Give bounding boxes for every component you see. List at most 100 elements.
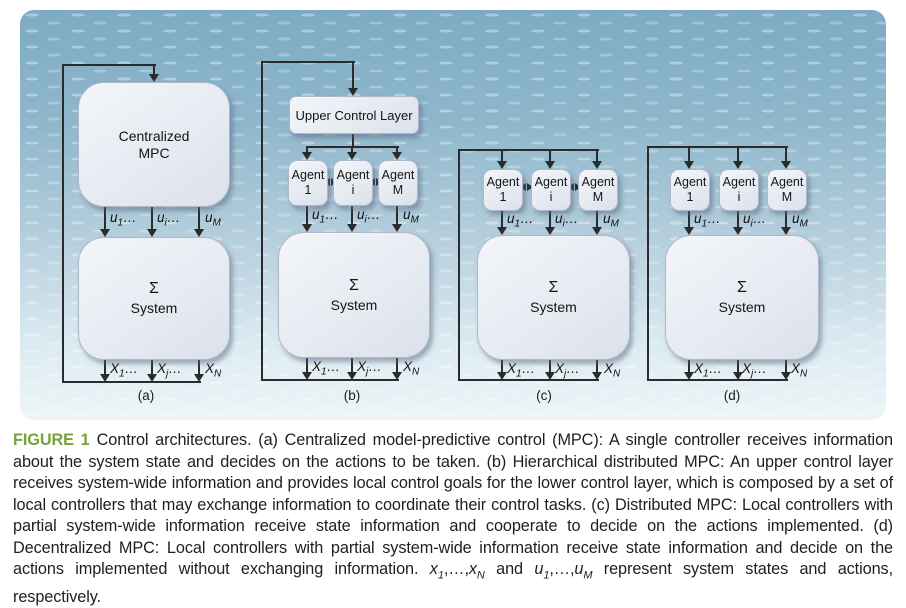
system-label: System [718,299,766,315]
connector-line [261,61,355,63]
centralized-mpc-box: Centralized MPC [78,82,230,207]
connector-layer [20,10,886,420]
system-label: System [130,300,178,316]
agent-box-m: Agent M [378,160,418,206]
arrowhead-icon [781,227,791,235]
connector-line [737,209,739,229]
x-label: X1… [694,361,723,380]
u-label: ui… [357,207,381,226]
arrowhead-icon [781,372,791,380]
arrowhead-icon [302,372,312,380]
arrowhead-icon [194,374,204,382]
connector-line [688,209,690,229]
x-label: XN [403,359,420,378]
agent-label: 1 [304,183,312,197]
connector-line [352,62,354,89]
upper-control-layer-box: Upper Control Layer [289,96,419,134]
arrowhead-icon [684,372,694,380]
arrowhead-icon [392,224,402,232]
system-box: Σ System [78,237,230,360]
connector-line [104,205,106,231]
system-label: System [530,299,577,315]
connector-line [501,209,503,229]
u-label: ui… [555,211,579,230]
u-label: u1… [110,210,137,229]
agent-label: Agent [722,175,756,189]
system-box: Σ System [477,235,630,360]
connector-line [261,62,263,380]
connector-line [62,65,64,382]
arrowhead-icon [347,224,357,232]
agent-box-i: Agent i [333,160,373,206]
arrowhead-icon [733,161,743,169]
sigma-label: Σ [737,279,747,296]
arrowhead-icon [592,227,602,235]
connector-line [647,146,788,148]
system-box: Σ System [665,235,819,360]
connector-line [351,147,353,154]
figure-label: FIGURE 1 [13,431,90,449]
agent-label: Agent [581,175,615,189]
connector-line [596,358,598,374]
agent-box-1: Agent 1 [288,160,328,206]
u-label: uM [403,207,419,226]
agent-label: Agent [291,168,325,182]
sigma-label: Σ [149,280,159,297]
x-label: Xj… [357,359,382,378]
connector-line [306,204,308,226]
agent-label: Agent [381,168,415,182]
connector-line [104,358,106,376]
sigma-label: Σ [349,276,359,294]
arrowhead-icon [545,372,555,380]
panel-tag-a: (a) [137,388,155,403]
upper-control-layer-label: Upper Control Layer [295,107,413,123]
arrowhead-icon [194,229,204,237]
arrowhead-icon [781,161,791,169]
agent-box-m: Agent M [767,169,807,211]
agent-label: Agent [336,168,370,182]
arrowhead-icon [684,161,694,169]
agent-label: M [392,183,404,197]
arrowhead-icon [147,229,157,237]
x-label: X1… [312,359,341,378]
connector-line [396,204,398,226]
u-label: u1… [507,211,534,230]
connector-line [198,205,200,231]
agent-label: 1 [686,190,694,204]
connector-line [549,150,551,163]
connector-line [688,147,690,163]
u-label: uM [603,211,619,230]
connector-line [549,209,551,229]
connector-line [351,204,353,226]
arrowhead-icon [733,372,743,380]
connector-line [62,381,201,383]
connector-line [198,358,200,376]
connector-line [396,356,398,374]
arrowhead-icon [100,229,110,237]
agent-label: i [737,190,741,204]
arrowhead-icon [149,74,159,82]
connector-line [737,147,739,163]
connector-line [785,147,787,163]
connector-line [549,358,551,374]
arrowhead-icon [100,374,110,382]
connector-line [151,205,153,231]
arrowhead-icon [302,224,312,232]
agent-label: Agent [534,175,568,189]
arrowhead-icon [147,374,157,382]
arrowhead-icon [592,161,602,169]
connector-line [306,146,399,148]
system-box: Σ System [278,232,430,358]
arrowhead-icon [733,227,743,235]
agent-label: 1 [499,190,507,204]
agent-label: Agent [673,175,707,189]
connector-line [151,358,153,376]
u-label: u1… [312,207,339,226]
figure-diagram-panel: Centralized MPC u1… ui… uM Σ System X1… … [20,10,886,420]
connector-line [501,358,503,374]
double-arrow-icon [520,183,533,191]
u-label: uM [792,211,808,230]
arrowhead-icon [545,227,555,235]
arrowhead-icon [348,88,358,96]
